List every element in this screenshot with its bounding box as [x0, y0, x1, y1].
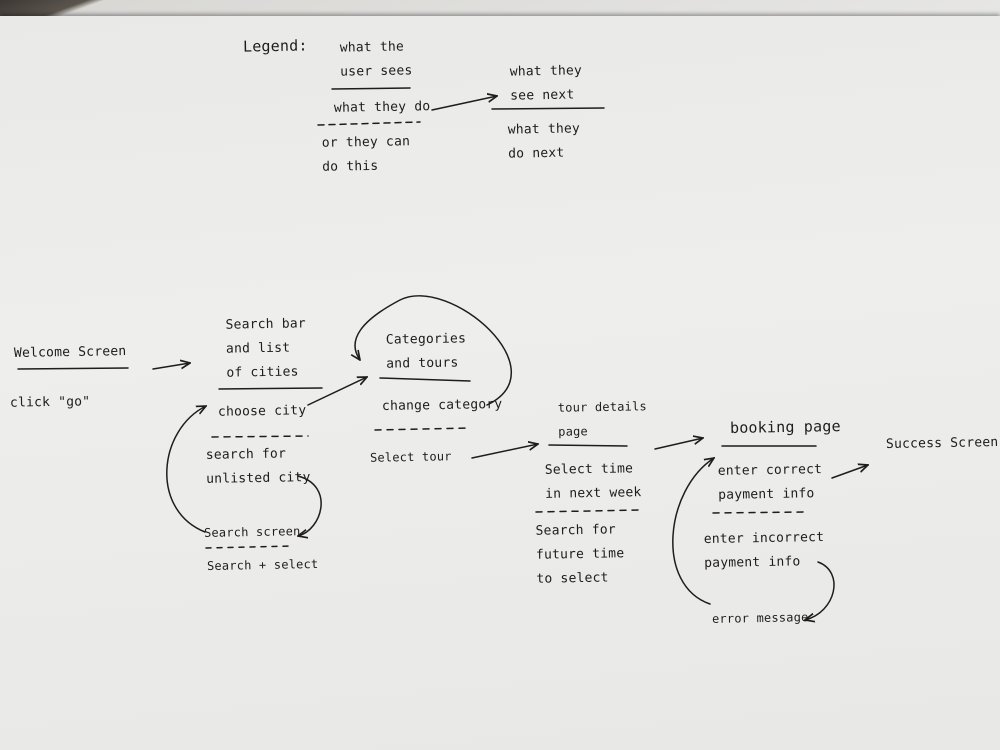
booking-dashed-rule: [712, 511, 809, 514]
search-future-label: Search for future time to select: [535, 522, 625, 587]
legend-user-does: what they do: [333, 99, 431, 116]
arrow-booking-to-success: [831, 465, 868, 479]
arrow-welcome-to-search: [152, 363, 190, 370]
categories-rule: [379, 377, 471, 382]
click-go-label: click "go": [9, 394, 91, 411]
loop-back-to-choose-city: [166, 406, 206, 533]
welcome-screen-label: Welcome Screen: [13, 344, 127, 361]
success-screen-label: Success Screen: [885, 435, 999, 452]
legend-next-sees: what they see next: [509, 63, 583, 104]
legend-next-does: what they do next: [507, 121, 581, 162]
categories-self-loop: [355, 295, 513, 406]
details-rule: [548, 444, 628, 447]
select-tour-label: Select tour: [369, 449, 452, 465]
tour-details-label: tour details page: [557, 399, 648, 439]
loop-error-to-booking: [672, 458, 714, 605]
search-screen-label: Search screen: [203, 524, 301, 540]
booking-page-label: booking page: [729, 417, 841, 437]
arrow-city-to-categories: [307, 377, 367, 406]
legend-user-can: or they can do this: [321, 134, 411, 175]
enter-incorrect-label: enter incorrect payment info: [703, 529, 825, 572]
loop-to-search-screen: [298, 475, 322, 536]
categories-label: Categories and tours: [385, 331, 467, 372]
search-rule: [218, 387, 323, 390]
details-dashed-rule: [535, 509, 641, 513]
categories-dashed-rule: [374, 427, 471, 431]
search-select-label: Search + select: [206, 557, 319, 573]
loop-incorrect-to-error: [805, 561, 835, 620]
legend-title: Legend:: [242, 36, 308, 56]
choose-city-label: choose city: [217, 403, 307, 420]
welcome-rule: [17, 367, 129, 370]
search-bar-label: Search bar and list of cities: [225, 316, 306, 381]
legend-solid-rule: [331, 87, 411, 90]
search-dashed-rule-2: [205, 545, 293, 549]
legend-next-rule: [491, 107, 605, 110]
legend-user-sees: what the user sees: [339, 39, 413, 80]
enter-correct-label: enter correct payment info: [717, 462, 823, 503]
legend-arrow: [431, 96, 497, 111]
search-dashed-rule: [211, 435, 309, 438]
select-time-label: Select time in next week: [544, 461, 642, 502]
change-category-label: change category: [381, 396, 503, 415]
arrow-tour-to-details: [471, 444, 538, 459]
paper-sheet: [0, 16, 1000, 750]
legend-dashed-rule: [317, 121, 421, 126]
arrow-details-to-booking: [654, 438, 703, 450]
search-unlisted-label: search for unlisted city: [205, 446, 311, 487]
error-message-label: error message: [711, 610, 809, 626]
